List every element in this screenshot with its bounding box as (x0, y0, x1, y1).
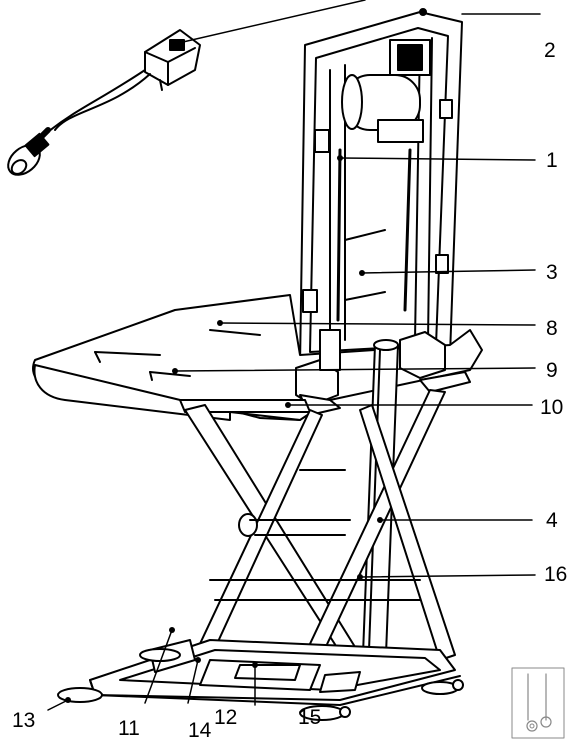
leader-13 (47, 699, 69, 711)
leader-1 (339, 157, 536, 161)
charger-adapter (7, 29, 201, 176)
callout-13: 13 (12, 709, 36, 732)
callout-14: 14 (188, 719, 212, 742)
leader-9 (174, 367, 536, 372)
inset-detail (511, 667, 565, 739)
callout-16: 16 (544, 563, 568, 586)
callout-15: 15 (298, 706, 322, 729)
base-frame (57, 639, 464, 721)
leader-16 (359, 574, 536, 578)
callout-3: 3 (546, 261, 558, 284)
leader-charger (169, 0, 366, 46)
leader-11 (144, 629, 173, 704)
leader-8 (219, 322, 536, 326)
leader-3 (361, 269, 536, 274)
callout-2: 2 (544, 39, 556, 62)
seat (32, 294, 483, 421)
leader-dots (65, 155, 383, 703)
backrest (299, 11, 463, 366)
callout-9: 9 (546, 359, 558, 382)
callout-8: 8 (546, 317, 558, 340)
callout-4: 4 (546, 509, 558, 532)
callout-12: 12 (214, 706, 238, 729)
scissor-mechanism (179, 389, 456, 671)
leader-2-dot (419, 8, 427, 16)
callout-10: 10 (540, 396, 564, 419)
leader-lines (47, 157, 536, 711)
callout-11: 11 (118, 717, 140, 740)
leader-14 (187, 659, 199, 704)
callout-1: 1 (546, 149, 558, 172)
